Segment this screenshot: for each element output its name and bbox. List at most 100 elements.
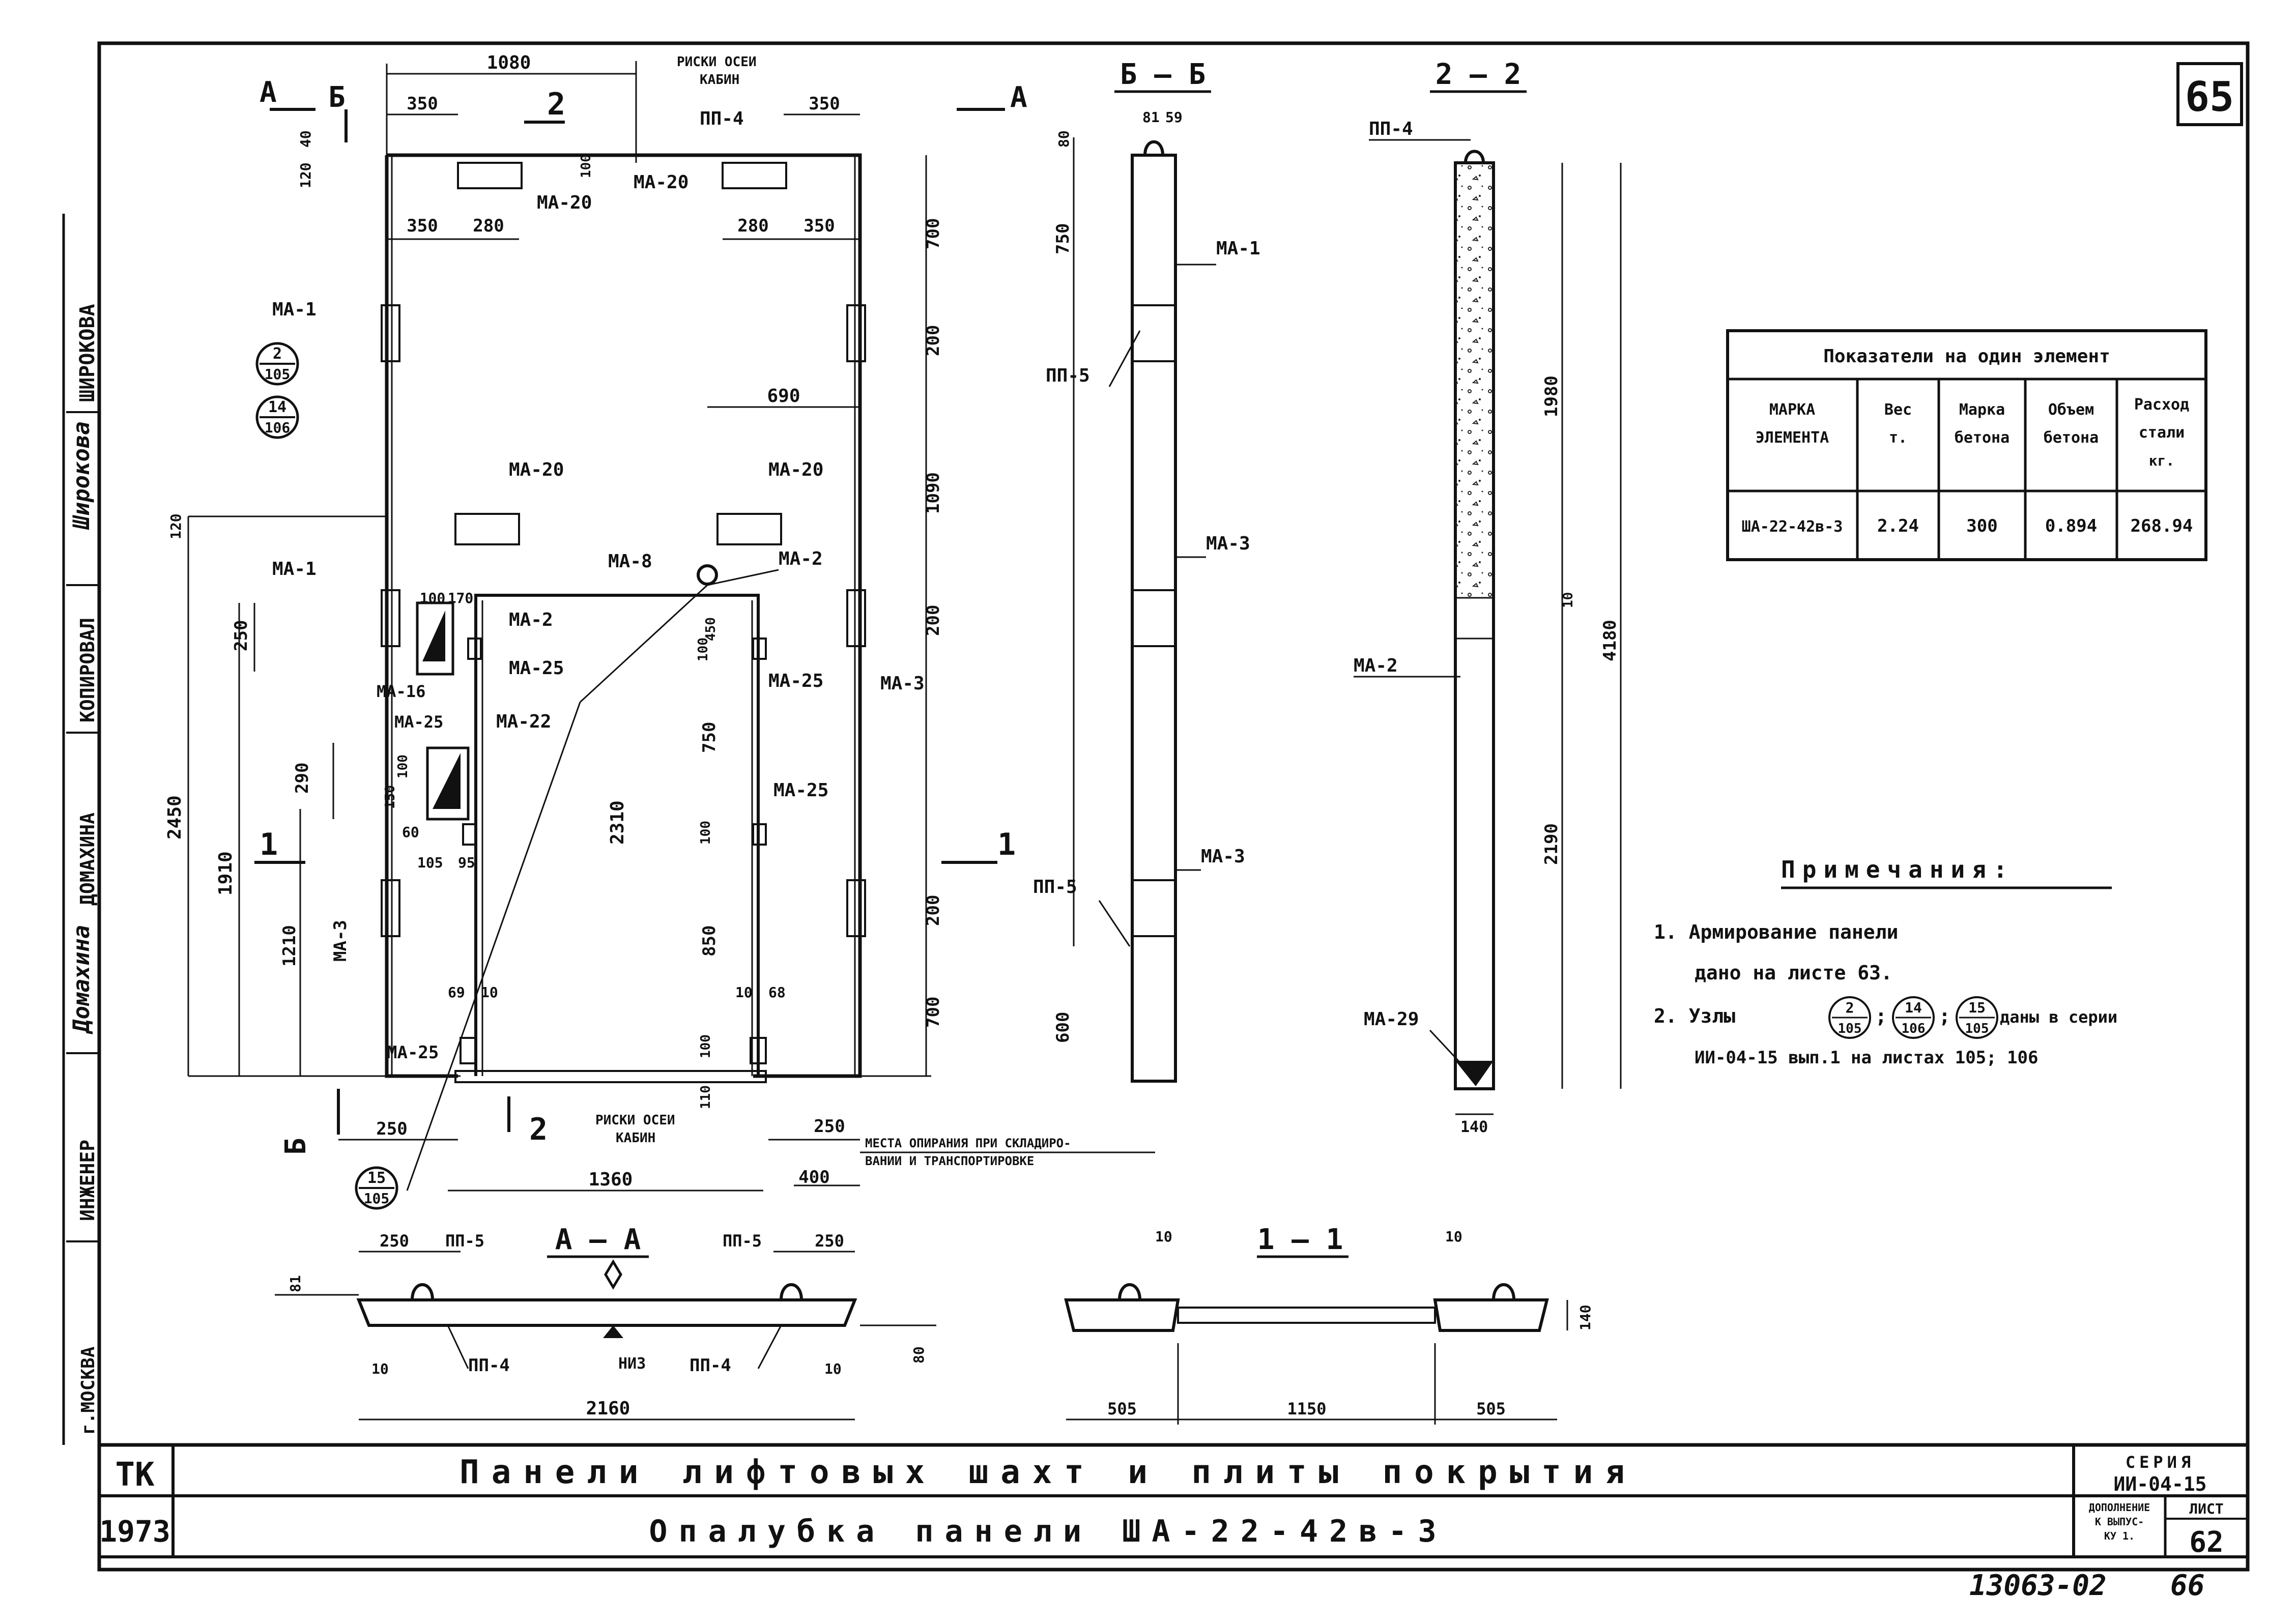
tb-edition-1: ДОПОЛНЕНИЕ [2089,1501,2150,1514]
section-11: 1 – 1 10 10 140 505 1150 505 [1064,1223,1594,1425]
svg-text:105: 105 [1838,1021,1862,1036]
section-11-left-block [1064,1298,1180,1332]
label-ma2-b: МА-2 [509,610,553,630]
s11-dim-10-r: 10 [1445,1228,1462,1245]
dim-100-i1: 100 [696,637,711,661]
dim-100-top: 100 [579,154,594,178]
dim-250-left: 250 [231,620,251,651]
label-ma2-a: МА-2 [779,548,823,569]
axis-label-top-2: КАБИН [700,72,739,88]
td-steel: 268.94 [2131,516,2193,536]
section-mark-a-right: А [1010,81,1027,114]
label-ma20-a: МА-20 [537,192,592,213]
tb-edition-2: К ВЫПУС- [2095,1516,2144,1528]
label-ma3-b: МА-3 [330,920,351,962]
corner-number-box [2176,62,2243,126]
section-11-thin-slab [1177,1307,1436,1324]
support-note-2: ВАНИИ И ТРАНСПОРТИРОВКЕ [865,1154,1034,1168]
svg-text:105: 105 [364,1190,390,1207]
section-aa-title: А – А [555,1223,641,1256]
dim-1210: 1210 [279,925,300,967]
section-mark-2-top: 2 [547,86,565,122]
bb-dim-81: 81 [1142,109,1160,126]
section-mark-2-bottom: 2 [529,1112,548,1147]
th-mark-1: МАРКА [1769,401,1815,419]
corner-sheet-number: 65 [2185,73,2234,121]
dim-60: 60 [402,824,419,841]
tb-title-main: Панели лифтовых шахт и плиты покрытия [460,1454,1637,1491]
section-bb: Б – Б 80 81 59 750 600 МА-1 ПП-5 МА-3 МА… [1033,58,1260,1083]
dim-10-b: 10 [735,984,753,1001]
dim-350-b: 350 [809,94,840,114]
label-ma3-a: МА-3 [880,673,925,694]
section-mark-1-left: 1 [260,827,278,862]
section-bb-title: Б – Б [1120,58,1206,91]
note-2a: 2. Узлы [1654,1005,1735,1027]
label-ma8: МА-8 [608,551,652,572]
dim-100-i3: 100 [698,1034,713,1058]
note-node-15-105: 15 105 [1956,996,1998,1039]
td-concrete-grade: 300 [1966,516,1997,536]
dim-350-a: 350 [407,94,438,114]
label-ma25-b: МА-25 [768,671,823,691]
s22-dim-2190: 2190 [1541,823,1562,865]
support-note-1: МЕСТА ОПИРАНИЯ ПРИ СКЛАДИРО- [865,1136,1071,1150]
dim-350-c: 350 [407,216,438,236]
label-pp4-top: ПП-4 [700,108,744,129]
dim-40: 40 [297,130,314,148]
dim-700-bottom: 700 [923,997,943,1028]
label-ma25-c: МА-25 [394,712,443,732]
aa-dim-250-r: 250 [815,1231,844,1251]
section-mark-b-top: Б [328,81,346,114]
dim-850: 850 [699,925,720,957]
s11-dim-140: 140 [1577,1305,1594,1330]
td-mark: ША-22-42в-3 [1742,518,1843,536]
note-sep-1: ; [1875,1005,1887,1027]
th-steel-1: Расход [2134,396,2189,414]
side-stamp: ШИРОКОВА Широкова КОПИРОВАЛ ДОМАХИНА Дом… [66,304,99,1435]
th-weight-2: т. [1889,429,1907,447]
tb-sheet-value: 62 [2189,1526,2223,1559]
label-ma20-c: МА-20 [509,459,564,480]
s22-label-ma2: МА-2 [1354,655,1398,676]
dim-400: 400 [798,1167,829,1187]
dim-450: 450 [703,617,719,641]
bb-label-ma1: МА-1 [1216,238,1260,259]
aa-dim-10-l: 10 [371,1360,389,1377]
dim-170: 170 [448,590,474,606]
table-title: Показатели на один элемент [1823,346,2110,367]
section-bb-body [1131,154,1177,1083]
dim-120-left: 120 [167,513,184,539]
dim-100-i2: 100 [698,821,713,845]
aa-dim-250-l: 250 [380,1231,409,1251]
th-volume-1: Объем [2048,401,2094,419]
dim-150: 150 [383,785,398,809]
note-2b: даны в серии [2000,1007,2117,1027]
aa-label-pp4-l: ПП-4 [468,1355,510,1376]
label-ma1-a: МА-1 [272,299,317,320]
sheet-border [97,41,2250,1572]
aa-label-niz: НИЗ [618,1355,646,1373]
dim-100-inner: 100 [420,590,446,606]
axis-label-bottom-1: РИСКИ ОСЕИ [595,1113,675,1128]
bb-dim-600: 600 [1053,1012,1073,1043]
axis-label-top-1: РИСКИ ОСЕИ [677,54,757,70]
section-aa-body [356,1298,857,1327]
stamp-sign-domakhina: Домахина [69,925,95,1034]
dim-690: 690 [767,386,800,407]
label-ma20-d: МА-20 [768,459,823,480]
tb-series-value: ИИ-04-15 [2113,1473,2206,1495]
svg-text:105: 105 [265,366,291,383]
s22-label-pp4: ПП-4 [1369,119,1413,139]
tb-year: 1973 [99,1514,170,1549]
dim-1080: 1080 [487,52,531,73]
bb-dim-750: 750 [1053,223,1073,254]
dim-1090: 1090 [923,472,943,514]
th-concrete-grade-2: бетона [1955,429,2010,447]
th-steel-2: стали [2139,424,2185,442]
aa-dim-10-r: 10 [824,1360,842,1377]
main-view: 1080 350 350 350 280 280 350 120 40 100 … [164,52,1155,1210]
aa-dim-81: 81 [287,1275,304,1292]
dim-280-b: 280 [737,216,768,236]
s22-label-ma29: МА-29 [1364,1009,1419,1030]
